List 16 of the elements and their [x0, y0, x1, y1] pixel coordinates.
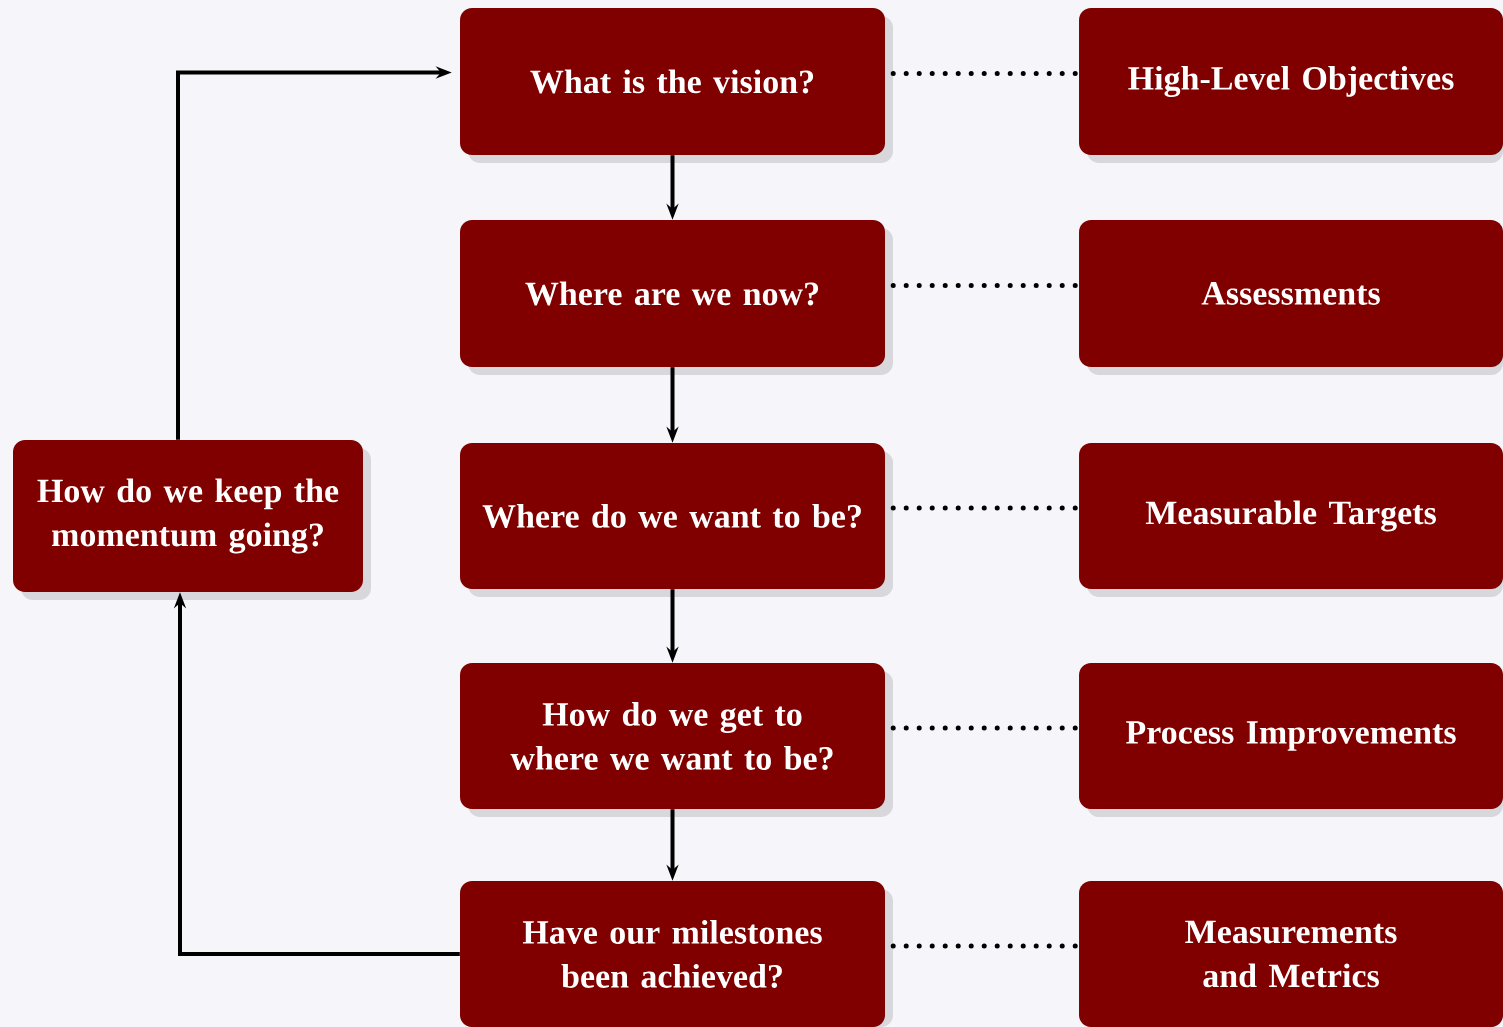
- question-box: What is the vision?: [460, 8, 893, 163]
- dotted-connector: [890, 943, 1080, 949]
- answer-box: Assessments: [1079, 220, 1503, 375]
- answer-box: High-Level Objectives: [1079, 8, 1503, 163]
- dotted-connector: [890, 71, 1080, 76]
- question-box: Where do we want to be?: [460, 443, 893, 597]
- dotted-connector: [890, 283, 1080, 288]
- dotted-connector: [890, 505, 1080, 511]
- question-box: Have our milestones been achieved?: [460, 881, 893, 1027]
- answer-box: Measurements and Metrics: [1079, 881, 1503, 1027]
- answer-box: Process Improvements: [1079, 663, 1503, 817]
- dotted-connector: [890, 725, 1080, 731]
- question-box: How do we keep the momentum going?: [13, 440, 371, 600]
- question-box: How do we get to where we want to be?: [460, 663, 893, 817]
- question-box: Where are we now?: [460, 220, 893, 375]
- answer-box: Measurable Targets: [1079, 443, 1503, 597]
